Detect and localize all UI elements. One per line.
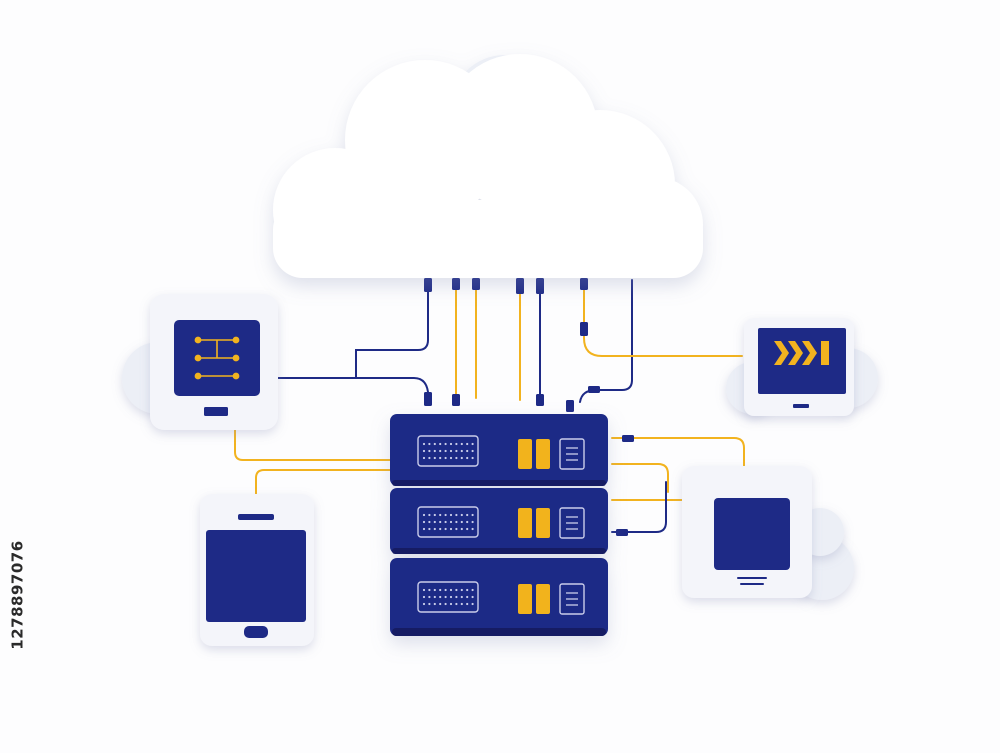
terminal-screen	[758, 328, 846, 394]
tablet-icon	[122, 294, 278, 430]
vent-dots	[422, 588, 474, 606]
drive-bay	[518, 584, 532, 614]
wire-connectors	[424, 278, 634, 536]
drive-bay	[518, 508, 532, 538]
server-vent	[417, 581, 479, 613]
terminal-icon	[726, 318, 878, 416]
wire-server-monitor-1	[611, 463, 669, 493]
drive-bay	[536, 508, 550, 538]
wire-server-monitor-3	[611, 481, 667, 533]
smartphone-home-button	[244, 626, 268, 638]
wire-cloud-server-7	[583, 283, 743, 357]
wire-phone-server	[255, 469, 391, 495]
terminal-stand	[793, 404, 809, 408]
status-panel	[559, 583, 585, 615]
smartphone-icon	[200, 494, 314, 646]
tablet-home-button	[204, 407, 228, 416]
chevrons-right-icon	[774, 341, 829, 365]
smartphone-speaker	[238, 514, 274, 520]
drive-bay	[536, 439, 550, 469]
circuit-icon	[194, 336, 240, 380]
wire-tablet-server-1	[277, 377, 429, 403]
server-vent	[417, 435, 479, 467]
smartphone-screen	[206, 530, 306, 622]
server-unit-1	[390, 414, 608, 486]
drive-bay	[518, 439, 532, 469]
status-panel	[559, 507, 585, 539]
vent-dots	[422, 513, 474, 531]
server-unit-3	[390, 558, 608, 636]
server-rack-icon	[390, 414, 608, 636]
wire-cloud-server-1	[355, 281, 429, 379]
drive-bay	[536, 584, 550, 614]
status-panel	[559, 438, 585, 470]
server-vent	[417, 506, 479, 538]
server-unit-2	[390, 488, 608, 554]
cloud-icon	[273, 54, 703, 278]
wire-cloud-server-6	[579, 279, 633, 403]
wire-server-terminal	[611, 437, 745, 469]
connection-wires	[234, 279, 745, 533]
stock-image-id: 1278897076	[9, 540, 27, 650]
vent-dots	[422, 442, 474, 460]
monitor-screen	[714, 498, 790, 570]
wire-tablet-server-2	[234, 429, 391, 461]
monitor-icon	[682, 466, 854, 600]
